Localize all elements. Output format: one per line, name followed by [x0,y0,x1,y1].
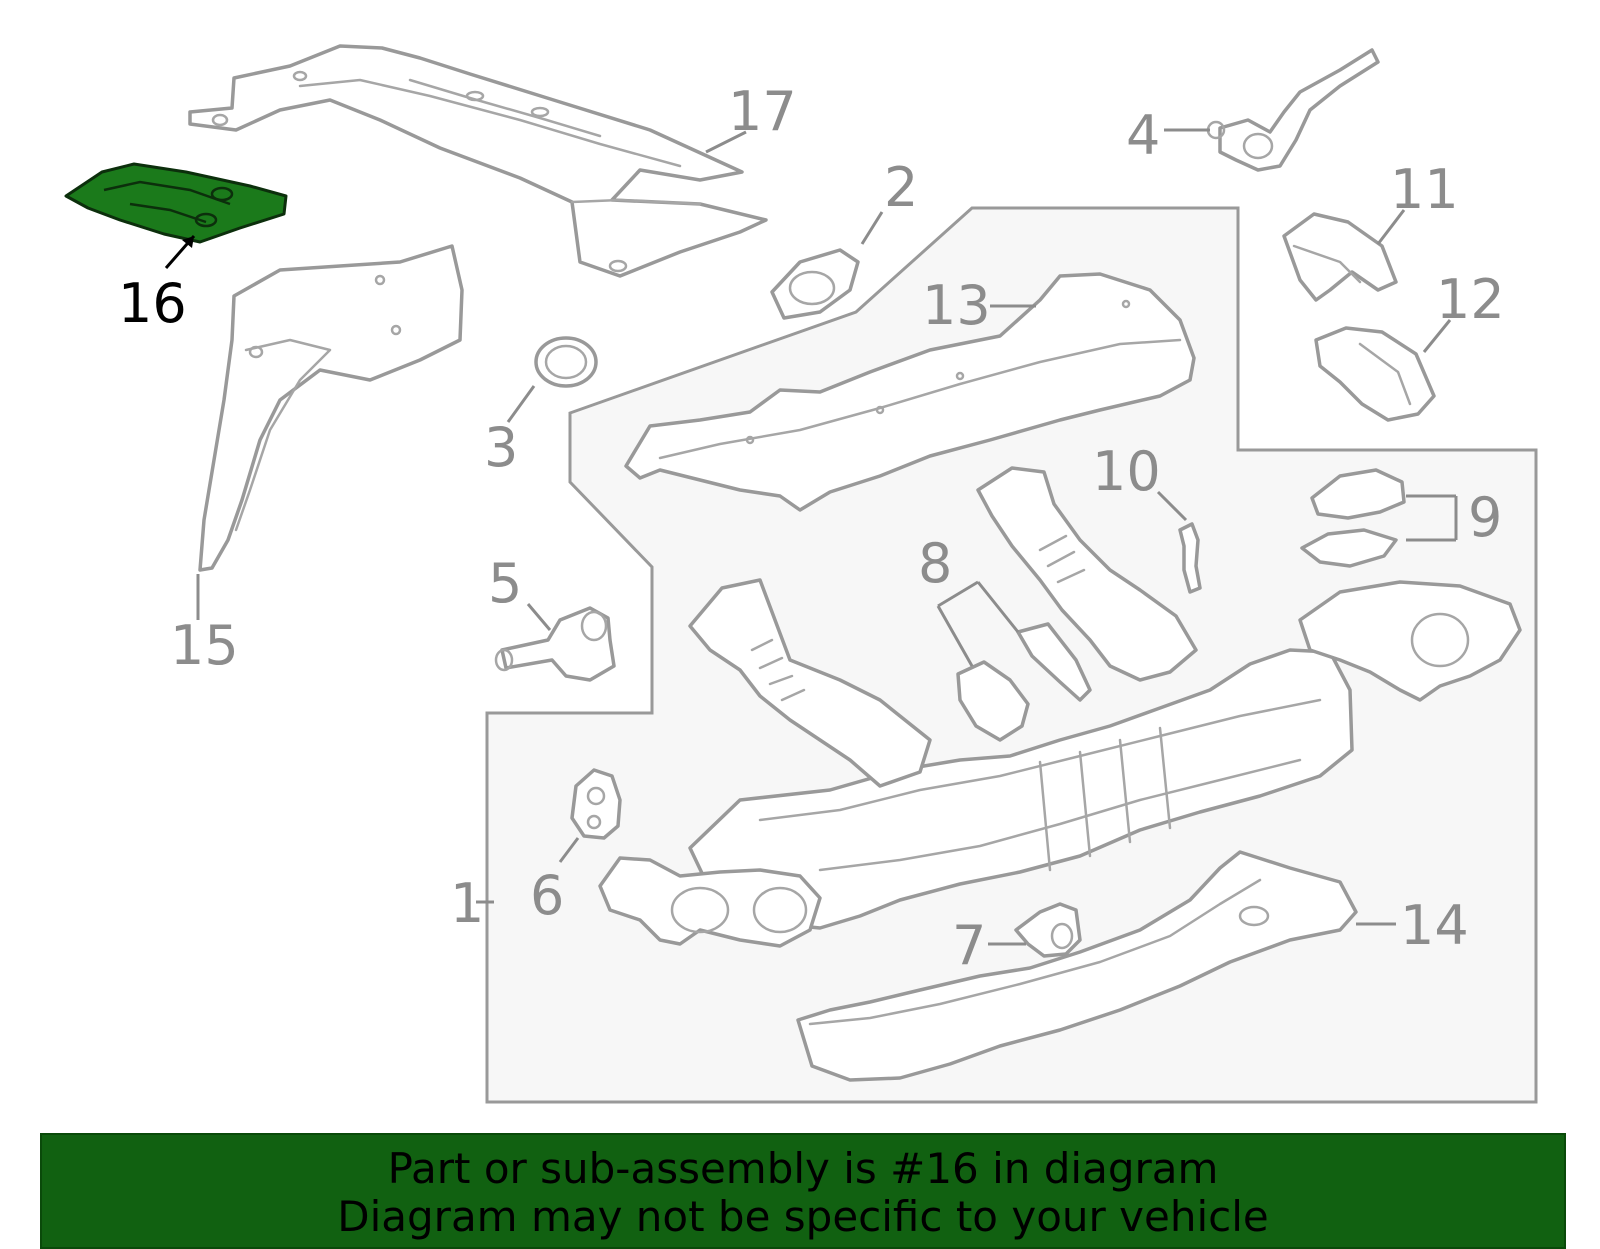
part-10-clip[interactable] [1178,522,1202,594]
parts-diagram: 1 2 3 4 5 6 7 8 9 10 11 12 13 14 15 16 1… [64,44,1538,1104]
banner-line-disclaimer: Diagram may not be specific to your vehi… [337,1192,1269,1241]
callout-5[interactable]: 5 [488,552,522,615]
part-4-hanger[interactable] [1206,48,1380,172]
callout-7[interactable]: 7 [952,914,986,977]
part-8-actuator[interactable] [956,622,1092,742]
callout-12[interactable]: 12 [1436,268,1505,331]
callout-labels: 1 2 3 4 5 6 7 8 9 10 11 12 13 14 15 16 1… [118,80,1505,977]
part-16-bracket-highlighted[interactable] [64,162,288,244]
part-12-coupling[interactable] [1314,326,1436,422]
part-15-liner[interactable] [198,244,464,572]
callout-4[interactable]: 4 [1126,104,1160,167]
part-6-mount[interactable] [570,768,622,840]
part-14-lower-shield[interactable] [796,850,1358,1082]
callout-16-highlighted[interactable]: 16 [118,272,187,335]
callout-14[interactable]: 14 [1400,894,1469,957]
part-7-mount[interactable] [1014,902,1082,958]
banner-line-part-number: Part or sub-assembly is #16 in diagram [387,1144,1219,1193]
part-9-actuator[interactable] [1300,468,1406,568]
leader-lines [164,128,1458,946]
callout-13[interactable]: 13 [922,274,991,337]
callout-2[interactable]: 2 [884,156,918,219]
callout-17[interactable]: 17 [728,80,797,143]
part-5-mount[interactable] [494,606,616,682]
callout-6[interactable]: 6 [530,864,564,927]
part-17-heat-shield[interactable] [188,44,768,278]
callout-15[interactable]: 15 [170,614,239,677]
part-13-heat-shield[interactable] [624,272,1196,512]
callout-1[interactable]: 1 [450,872,484,935]
callout-9[interactable]: 9 [1468,486,1502,549]
callout-8[interactable]: 8 [918,532,952,595]
part-11-coupling[interactable] [1282,212,1398,302]
part-3-seal[interactable] [534,336,598,388]
part-2-gasket[interactable] [770,248,860,320]
info-banner: Part or sub-assembly is #16 in diagram D… [40,1133,1566,1249]
callout-10[interactable]: 10 [1092,440,1161,503]
part-1-muffler-assembly[interactable] [598,466,1522,948]
callout-3[interactable]: 3 [484,416,518,479]
callout-11[interactable]: 11 [1390,158,1459,221]
